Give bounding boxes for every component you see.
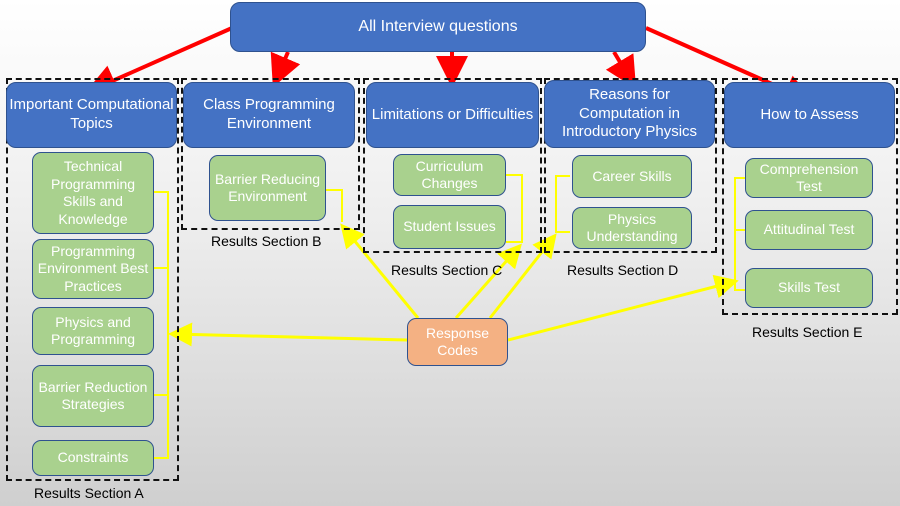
yellow-arrow-to-section-b xyxy=(340,223,420,319)
section-e-item-2: Attitudinal Test xyxy=(745,210,873,250)
bracket-section-c xyxy=(506,174,523,243)
section-a-item-3: Physics and Programming xyxy=(32,307,154,355)
section-c-label: Results Section C xyxy=(391,262,503,278)
bracket-section-a xyxy=(154,191,169,459)
section-c-header: Limitations or Difficulties xyxy=(366,82,539,148)
response-codes-box: Response Codes xyxy=(407,318,508,366)
section-a-item-2: Programming Environment Best Practices xyxy=(32,239,154,299)
red-arrow-to-section-d xyxy=(605,50,637,89)
bracket-section-e xyxy=(734,177,745,291)
section-a-label: Results Section A xyxy=(34,485,144,501)
yellow-arrow-to-section-e xyxy=(507,274,739,342)
section-d-label: Results Section D xyxy=(567,262,679,278)
bracket-section-d xyxy=(555,175,570,233)
section-b-item-1: Barrier Reducing Environment xyxy=(209,155,326,221)
section-c-frame xyxy=(363,78,542,253)
section-e-label: Results Section E xyxy=(752,324,863,340)
section-b-frame xyxy=(181,78,360,230)
section-a-frame xyxy=(6,78,179,481)
section-e-item-3: Skills Test xyxy=(745,268,873,308)
section-a-header: Important Computational Topics xyxy=(6,82,177,148)
section-e-frame xyxy=(722,78,898,315)
yellow-arrow-to-section-d xyxy=(488,233,557,319)
section-d-item-2: Physics Understanding xyxy=(572,207,692,249)
section-e-header: How to Assess xyxy=(724,82,895,148)
yellow-arrow-to-section-a xyxy=(168,322,408,347)
section-d-item-1: Career Skills xyxy=(572,155,692,198)
section-c-item-1: Curriculum Changes xyxy=(393,154,506,196)
yellow-arrow-to-section-c xyxy=(454,243,522,319)
bracket-section-b xyxy=(326,189,343,222)
interview-questions-title: All Interview questions xyxy=(230,2,646,52)
section-b-header: Class Programming Environment xyxy=(183,82,355,148)
section-d-header: Reasons for Computation in Introductory … xyxy=(544,80,715,148)
section-d-frame xyxy=(544,78,717,253)
section-b-label: Results Section B xyxy=(211,233,322,249)
section-e-item-1: Comprehension Test xyxy=(745,158,873,198)
section-a-item-5: Constraints xyxy=(32,440,154,476)
section-c-item-2: Student Issues xyxy=(393,205,506,249)
section-a-item-4: Barrier Reduction Strategies xyxy=(32,365,154,427)
red-arrow-to-section-b xyxy=(270,51,301,88)
section-a-item-1: Technical Programming Skills and Knowled… xyxy=(32,152,154,234)
